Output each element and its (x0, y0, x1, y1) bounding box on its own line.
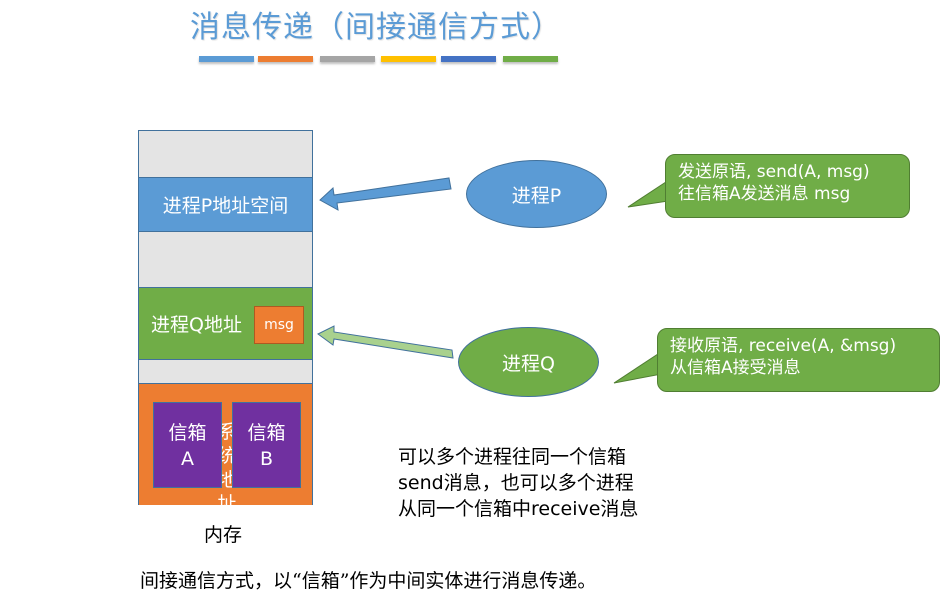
callout-line: 往信箱A发送消息 msg (678, 184, 851, 204)
mailbox-name: 信箱 (247, 422, 286, 444)
process-p-address-space: 进程P地址空间 (139, 177, 312, 232)
receive-primitive-callout: 接收原语, receive(A, &msg) 从信箱A接受消息 (657, 328, 940, 392)
decor-bar (441, 56, 496, 62)
decor-bar (199, 56, 254, 62)
process-p-label: 进程P (511, 184, 562, 207)
process-p-node: 进程P (466, 160, 607, 228)
arrow-q-to-memory (317, 325, 454, 359)
mailbox-note: 可以多个进程往同一个信箱 send消息，也可以多个进程 从同一个信箱中recei… (398, 444, 638, 522)
note-line: 从同一个信箱中receive消息 (398, 498, 639, 520)
process-q-node: 进程Q (458, 327, 599, 397)
decor-bar (258, 56, 313, 62)
mailbox-b: 信箱 B (232, 402, 301, 488)
callout-line: 发送原语, send(A, msg) (678, 162, 870, 182)
footer-summary: 间接通信方式，以“信箱”作为中间实体进行消息传递。 (140, 570, 597, 592)
memory-diagram: 进程P地址空间 进程Q地址 msg 系统地址 信箱 A 信箱 B (138, 130, 313, 515)
msg-buffer: msg (254, 306, 304, 344)
mailbox-name: 信箱 (168, 422, 207, 444)
arrow-p-to-memory (319, 177, 452, 211)
mailbox-id: A (181, 448, 194, 470)
mailbox-id: B (259, 448, 274, 470)
slide-title: 消息传递（间接通信方式） (190, 10, 562, 45)
send-primitive-callout: 发送原语, send(A, msg) 往信箱A发送消息 msg (665, 154, 910, 218)
process-p-address-label: 进程P地址空间 (162, 195, 289, 217)
decor-bar (320, 56, 375, 62)
process-q-address-space: 进程Q地址 (139, 287, 312, 360)
decor-bar (503, 56, 558, 62)
system-address-label: 系统地址 (217, 421, 237, 515)
process-q-address-label: 进程Q地址 (151, 314, 242, 336)
callout-line: 从信箱A接受消息 (670, 358, 801, 378)
callout-line: 接收原语, receive(A, &msg) (670, 336, 897, 356)
process-q-label: 进程Q (502, 352, 555, 375)
system-address-space: 系统地址 信箱 A 信箱 B (139, 383, 312, 515)
note-line: 可以多个进程往同一个信箱 (398, 446, 627, 468)
memory-label: 内存 (204, 524, 243, 546)
mailbox-a: 信箱 A (153, 402, 222, 488)
note-line: send消息，也可以多个进程 (398, 472, 634, 494)
decor-bar (381, 56, 436, 62)
